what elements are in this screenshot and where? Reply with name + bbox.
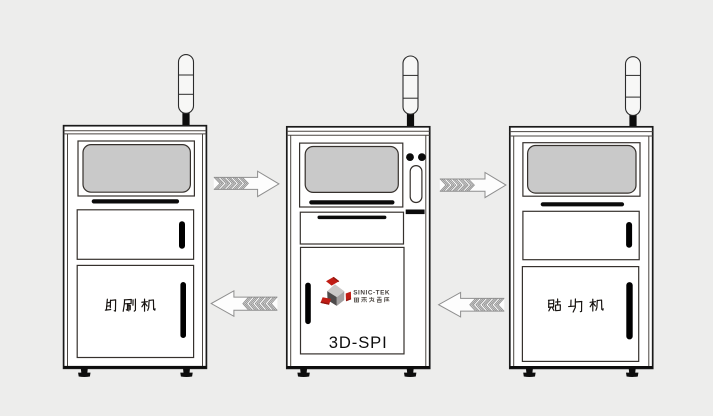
svg-text:3D-SPI: 3D-SPI	[329, 333, 388, 352]
svg-text:SINIC-TEK: SINIC-TEK	[353, 290, 390, 297]
